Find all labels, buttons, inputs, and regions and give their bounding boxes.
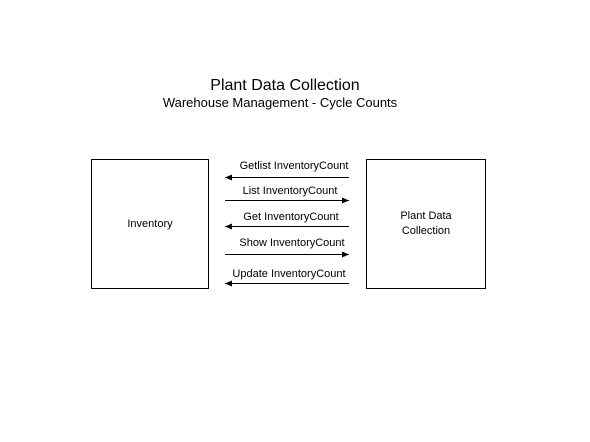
- inventory-box-label: Inventory: [127, 217, 173, 230]
- inventory-box: Inventory: [91, 159, 209, 289]
- message-arrow-3: [225, 251, 349, 258]
- message-label-3: Show InventoryCount: [239, 237, 345, 249]
- message-label-2: Get InventoryCount: [243, 211, 339, 223]
- message-arrow-1: [225, 197, 349, 204]
- message-label-4: Update InventoryCount: [232, 268, 346, 280]
- message-arrow-0: [225, 174, 349, 181]
- message-label-1: List InventoryCount: [242, 185, 338, 197]
- message-arrow-2: [225, 223, 349, 230]
- diagram-subtitle: Warehouse Management - Cycle Counts: [162, 95, 398, 110]
- plant-data-collection-box-label: Plant Data Collection: [400, 210, 452, 237]
- diagram-title: Plant Data Collection: [210, 77, 360, 94]
- message-arrow-4: [225, 280, 349, 287]
- message-label-0: Getlist InventoryCount: [239, 160, 349, 172]
- plant-data-collection-box: Plant Data Collection: [366, 159, 486, 289]
